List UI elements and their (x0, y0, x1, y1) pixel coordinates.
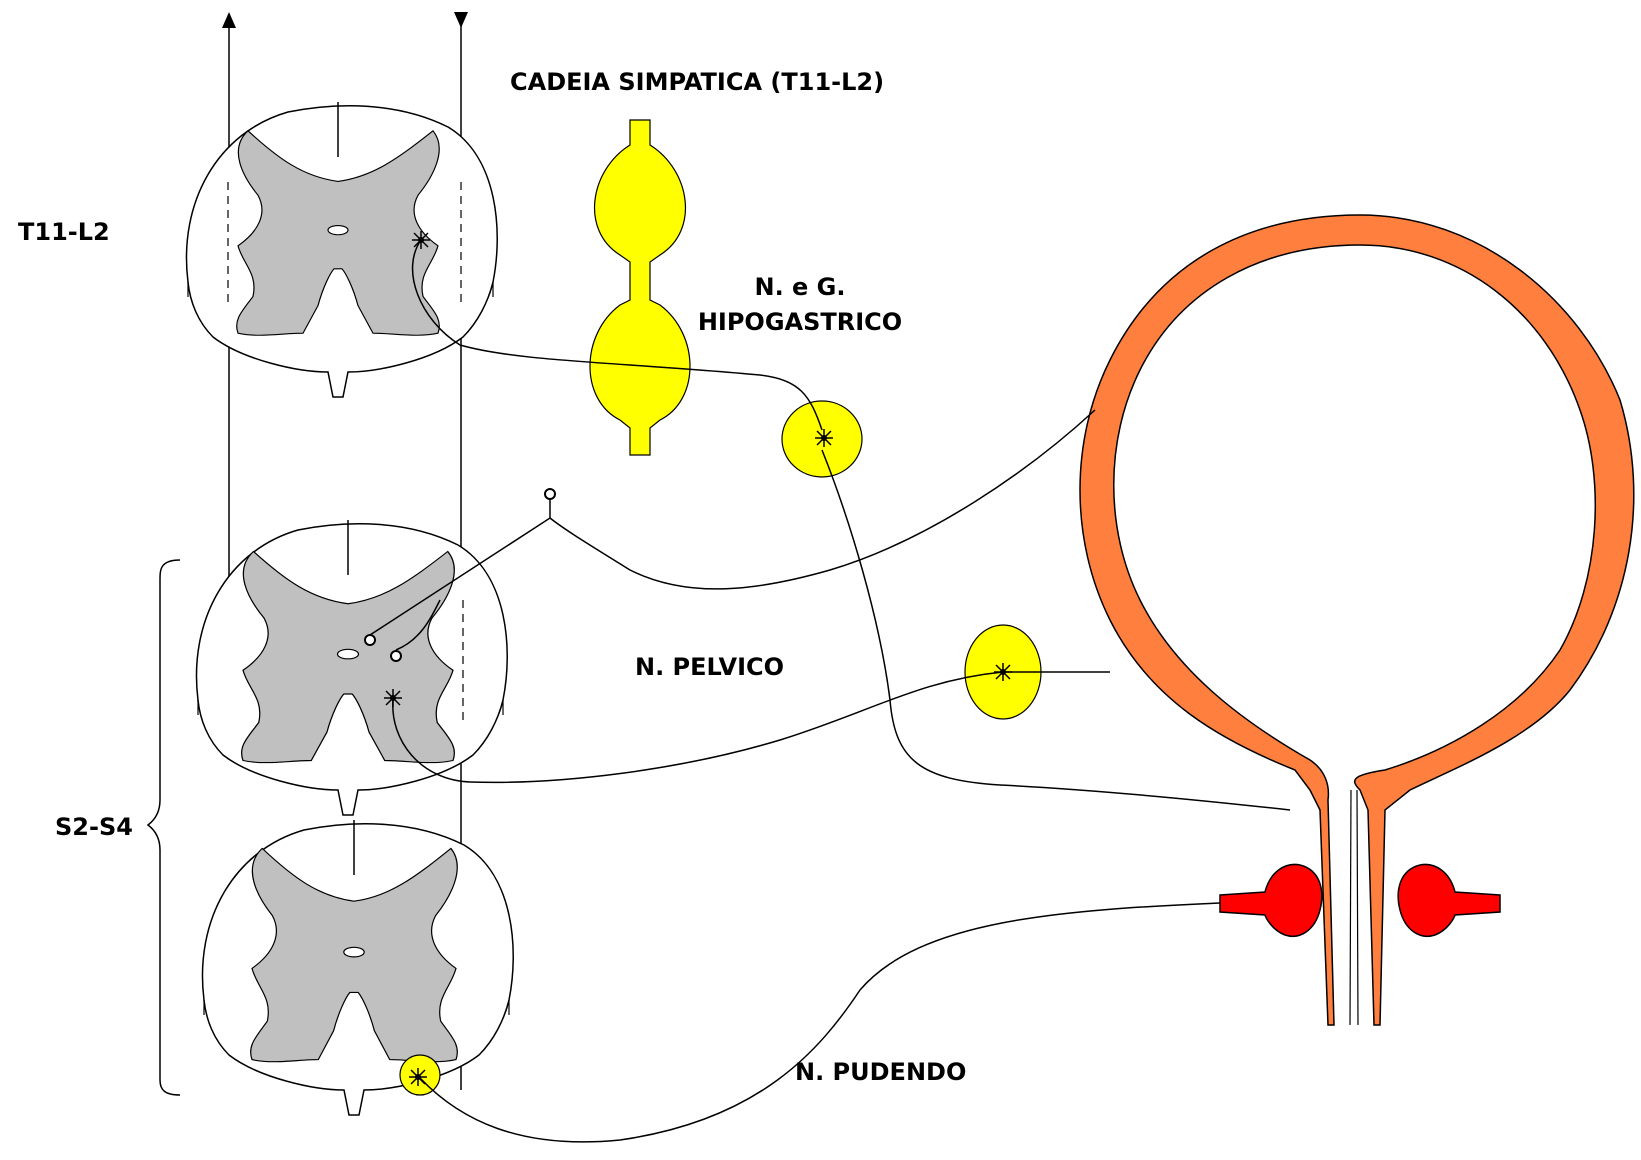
descending-arrow-icon (454, 12, 468, 28)
level-label-t11-l2: T11-L2 (18, 218, 110, 246)
hypogastric-label-line2: HIPOGASTRICO (698, 308, 902, 336)
hypogastric-ganglion (782, 401, 862, 477)
level-label-s2-s4: S2-S4 (55, 813, 133, 841)
hypogastric-label-line1: N. e G. (754, 273, 845, 301)
bladder-receptor-icon (545, 489, 555, 499)
pudendal-nerve-label: N. PUDENDO (795, 1058, 966, 1086)
cord-section-t11-l2 (186, 102, 497, 397)
bladder (1080, 215, 1634, 1025)
afferent-terminal-icon (365, 635, 375, 645)
sympathetic-chain-label: CADEIA SIMPATICA (T11-L2) (510, 68, 884, 96)
cord-section-sacral-lower (202, 820, 513, 1115)
ascending-arrow-icon (222, 12, 236, 28)
pelvic-nerve-label: N. PELVICO (635, 653, 784, 681)
afferent-terminal-icon (391, 651, 401, 661)
sympathetic-chain (590, 120, 690, 455)
external-sphincter (1220, 864, 1500, 936)
sacral-bracket (148, 560, 180, 1095)
